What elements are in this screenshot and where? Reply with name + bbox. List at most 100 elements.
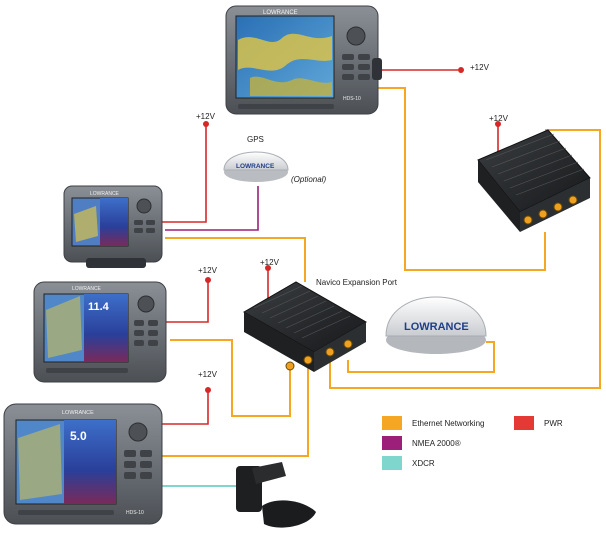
voltage-label: +12V	[196, 112, 215, 121]
key-button[interactable]	[342, 54, 354, 60]
rotary-knob[interactable]	[346, 26, 366, 46]
depth-readout: 11.4	[88, 301, 110, 313]
key-button[interactable]	[146, 220, 155, 225]
key-button[interactable]	[358, 54, 370, 60]
model-logo: HDS-10	[343, 96, 361, 102]
heat-sink-fins	[253, 285, 351, 339]
depth-readout: 5.0	[70, 429, 87, 443]
key-button[interactable]	[148, 340, 158, 346]
power-terminal	[458, 67, 464, 73]
power-cable-mid	[165, 282, 209, 323]
rotary-knob[interactable]	[137, 295, 155, 313]
key-button[interactable]	[342, 74, 354, 80]
model-logo: HDS-10	[126, 510, 144, 516]
display-top: LOWRANCE HDS-10	[225, 5, 382, 115]
brand-logo: LOWRANCE	[62, 410, 94, 416]
brand-logo: LOWRANCE	[72, 286, 102, 292]
key-button[interactable]	[342, 64, 354, 70]
key-button[interactable]	[146, 228, 155, 233]
legend-label: PWR	[544, 418, 563, 428]
power-terminal	[495, 121, 501, 127]
ethernet-cable-top-display	[378, 87, 546, 271]
voltage-label: +12V	[489, 114, 508, 123]
brand-logo: LOWRANCE	[90, 191, 120, 197]
port[interactable]	[538, 209, 548, 219]
power-terminal	[203, 121, 209, 127]
nmea-cable	[165, 186, 259, 231]
voltage-label: +12V	[470, 63, 489, 72]
power-terminal	[265, 265, 271, 271]
display-small: LOWRANCE	[63, 185, 163, 268]
legend-item-nmea: NMEA 2000®	[382, 436, 461, 450]
expansion-port-label: Navico Expansion Port	[316, 278, 397, 287]
key-button[interactable]	[140, 450, 152, 457]
power-cables	[160, 69, 499, 425]
legend-label: NMEA 2000®	[412, 438, 461, 448]
chart-land	[250, 76, 332, 96]
key-button[interactable]	[124, 450, 136, 457]
key-button[interactable]	[148, 320, 158, 326]
key-button[interactable]	[358, 64, 370, 70]
legend-item-ethernet: Ethernet Networking	[382, 416, 484, 430]
key-button[interactable]	[134, 220, 143, 225]
port[interactable]	[523, 215, 533, 225]
radar-dome: LOWRANCE	[385, 296, 487, 354]
key-button[interactable]	[148, 330, 158, 336]
legend-swatch	[382, 456, 402, 470]
power-terminals	[203, 67, 501, 393]
rotary-knob[interactable]	[128, 422, 148, 442]
expansion-port-box	[242, 281, 368, 372]
softkey-row	[238, 104, 334, 109]
legend-swatch	[382, 416, 402, 430]
key-button[interactable]	[134, 320, 144, 326]
voltage-label: +12V	[198, 370, 217, 379]
power-terminal	[205, 277, 211, 283]
key-button[interactable]	[134, 330, 144, 336]
mount-bracket	[372, 58, 382, 80]
legend-label: Ethernet Networking	[412, 418, 485, 428]
ethernet-cable-right-loop	[329, 129, 601, 389]
optional-label: (Optional)	[291, 175, 327, 184]
ethernet-cables	[160, 87, 601, 457]
port[interactable]	[325, 347, 335, 357]
transducer	[236, 462, 316, 528]
key-button[interactable]	[140, 472, 152, 479]
ethernet-cable-bottom-display	[160, 368, 309, 457]
legend-swatch	[382, 436, 402, 450]
softkey-row	[18, 510, 114, 515]
legend-label: XDCR	[412, 458, 435, 468]
port[interactable]	[303, 355, 313, 365]
port[interactable]	[343, 339, 353, 349]
voltage-label: +12V	[260, 258, 279, 267]
power-cable-bottom	[160, 392, 209, 425]
radar-brand: LOWRANCE	[404, 321, 469, 333]
key-button[interactable]	[140, 461, 152, 468]
legend-item-xdcr: XDCR	[382, 456, 435, 470]
display-mid: 11.4 LOWRANCE	[33, 281, 167, 383]
port[interactable]	[553, 202, 563, 212]
key-button[interactable]	[134, 340, 144, 346]
display-bottom: 5.0 LOWRANCE HDS-10	[3, 403, 163, 525]
key-button[interactable]	[124, 472, 136, 479]
brand-logo: LOWRANCE	[263, 10, 298, 16]
voltage-label: +12V	[198, 266, 217, 275]
heat-sink-fins	[485, 133, 585, 196]
port[interactable]	[285, 361, 295, 371]
gps-brand: LOWRANCE	[236, 163, 275, 170]
power-terminal	[205, 387, 211, 393]
key-button[interactable]	[124, 461, 136, 468]
legend-item-pwr: PWR	[514, 416, 563, 430]
chart-land	[238, 33, 332, 71]
key-button[interactable]	[134, 228, 143, 233]
expansion-box-right	[477, 129, 591, 232]
ethernet-cable-small-display	[165, 237, 306, 282]
rotary-knob[interactable]	[136, 198, 152, 214]
ethernet-cable-radar	[347, 341, 495, 373]
gps-label: GPS	[247, 135, 264, 144]
key-button[interactable]	[358, 74, 370, 80]
mount-bracket	[86, 258, 146, 268]
ethernet-cable-mid-display	[170, 339, 291, 417]
port[interactable]	[568, 195, 578, 205]
legend-swatch	[514, 416, 534, 430]
